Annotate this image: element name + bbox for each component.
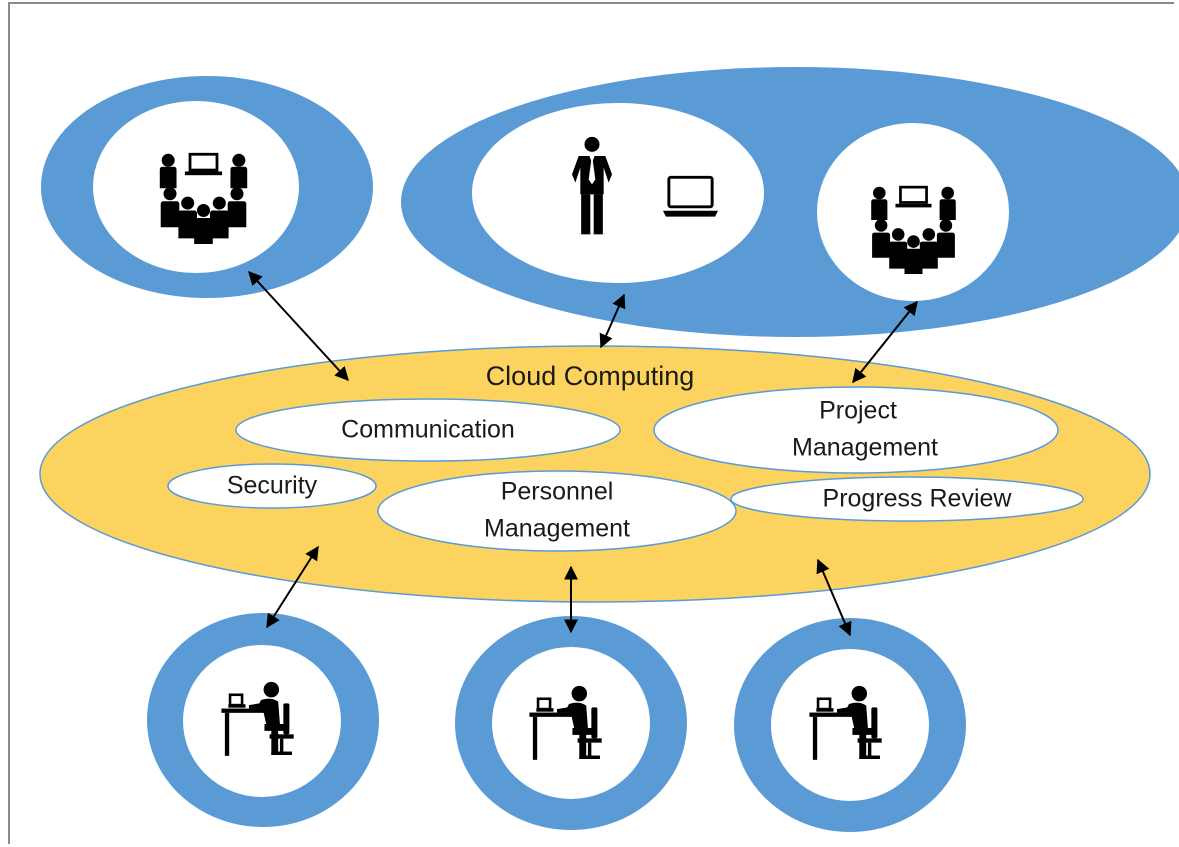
arrow-top-middle	[599, 293, 626, 349]
security-service: Security	[167, 463, 377, 509]
top-right-group-node	[401, 67, 1179, 337]
communication-label: Communication	[341, 416, 515, 444]
project-management-label-line1: Project	[819, 397, 897, 425]
bottom-worker-node-3	[734, 618, 966, 832]
progress-review-label: Progress Review	[823, 485, 1013, 513]
communication-service: Communication	[235, 398, 621, 462]
hub-label: Cloud Computing	[486, 361, 695, 391]
project-management-label-line2: Management	[792, 434, 938, 462]
arrow-top-right	[852, 300, 918, 384]
project-management-service: Project Management	[653, 386, 1059, 474]
progress-review-service: Progress Review	[730, 476, 1084, 522]
bottom-worker-node-2	[455, 616, 687, 830]
security-label: Security	[227, 472, 318, 500]
diagram-frame	[8, 2, 1174, 844]
bottom-worker-node-1	[147, 613, 379, 827]
top-left-team-node	[41, 76, 373, 298]
connector-arrows	[248, 270, 918, 637]
personnel-management-label-line2: Management	[484, 515, 630, 543]
arrow-bottom-left	[266, 545, 319, 629]
arrow-bottom-right	[816, 558, 852, 637]
arrow-top-left	[248, 270, 349, 382]
personnel-management-label-line1: Personnel	[501, 478, 614, 506]
personnel-management-service: Personnel Management	[377, 470, 737, 552]
